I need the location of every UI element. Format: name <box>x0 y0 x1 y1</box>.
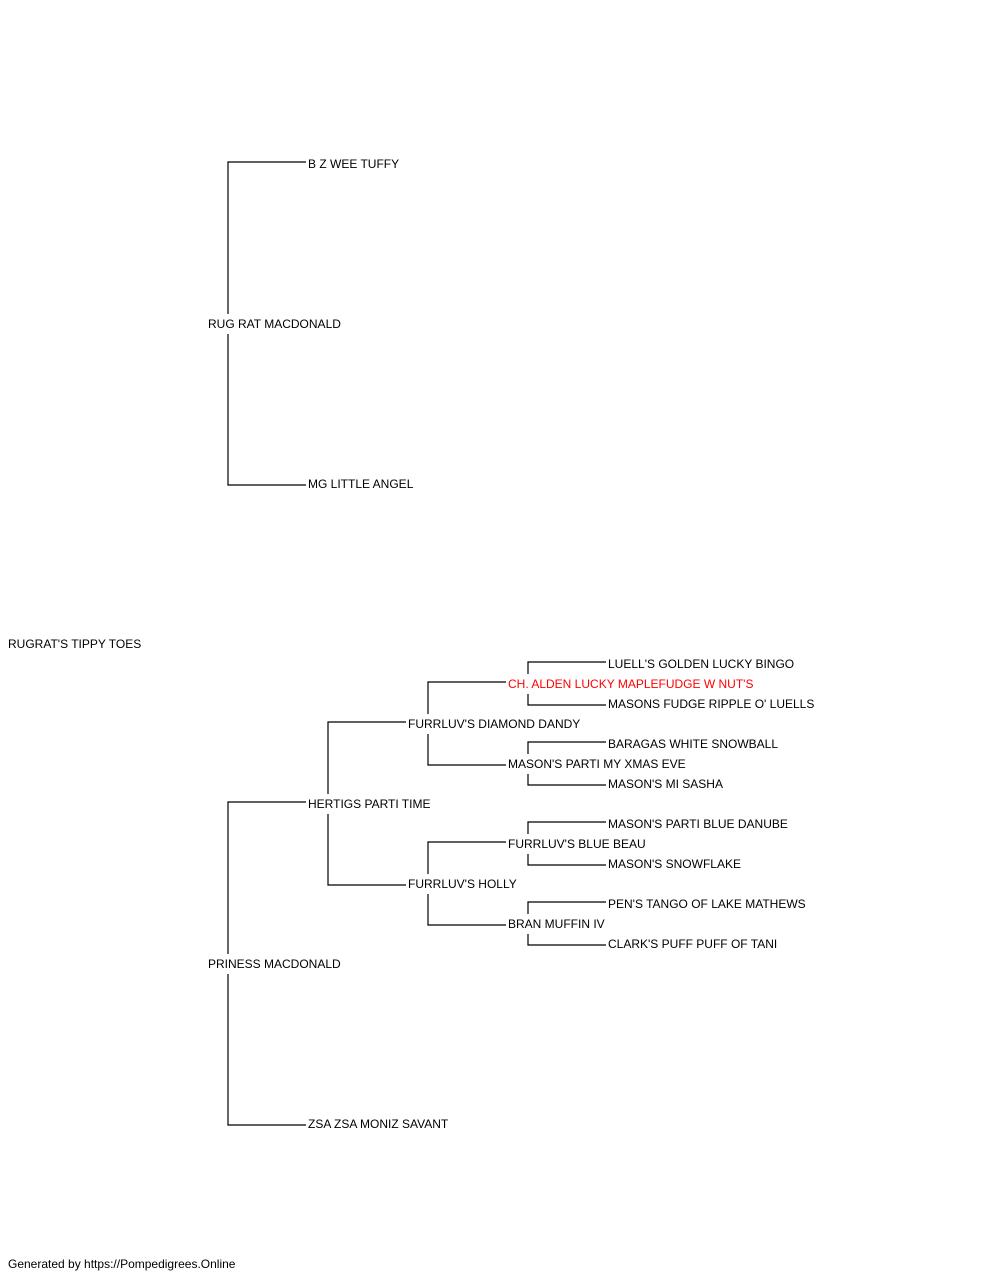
pedigree-bracket-line <box>527 741 606 786</box>
paternal-grandsire-name: B Z WEE TUFFY <box>308 157 400 171</box>
pedigree-bracket-line <box>227 801 306 1126</box>
paternal-granddam-name: MG LITTLE ANGEL <box>308 477 414 491</box>
ancestor-name: PEN'S TANGO OF LAKE MATHEWS <box>608 897 806 911</box>
great-granddam-name: FURRLUV'S HOLLY <box>408 877 517 891</box>
ancestor-name: MASON'S PARTI BLUE DANUBE <box>608 817 788 831</box>
ancestor-name: CLARK'S PUFF PUFF OF TANI <box>608 937 778 951</box>
pedigree-bracket-line <box>427 841 506 926</box>
great-grandsire-name: FURRLUV'S DIAMOND DANDY <box>408 717 581 731</box>
pedigree-bracket-line <box>227 161 306 486</box>
pedigree-bracket-line <box>527 901 606 946</box>
maternal-granddam-name: ZSA ZSA MONIZ SAVANT <box>308 1117 449 1131</box>
ancestor-name: MASON'S SNOWFLAKE <box>608 857 741 871</box>
sire-name: RUG RAT MACDONALD <box>208 317 341 331</box>
ancestor-name: LUELL'S GOLDEN LUCKY BINGO <box>608 657 795 671</box>
ancestor-name: FURRLUV'S BLUE BEAU <box>508 837 646 851</box>
ancestor-name: MASONS FUDGE RIPPLE O' LUELLS <box>608 697 815 711</box>
ancestor-name: MASON'S PARTI MY XMAS EVE <box>508 757 686 771</box>
pedigree-bracket-line <box>527 821 606 866</box>
subject-name: RUGRAT'S TIPPY TOES <box>8 637 142 651</box>
pedigree-bracket-line <box>327 721 406 886</box>
pedigree-bracket-line <box>427 681 506 766</box>
ancestor-name: BRAN MUFFIN IV <box>508 917 605 931</box>
ancestor-name-highlighted: CH. ALDEN LUCKY MAPLEFUDGE W NUT'S <box>508 677 754 691</box>
generator-credit: Generated by https://Pompedigrees.Online <box>8 1257 236 1271</box>
ancestor-name: BARAGAS WHITE SNOWBALL <box>608 737 779 751</box>
dam-name: PRINESS MACDONALD <box>208 957 341 971</box>
maternal-grandsire-name: HERTIGS PARTI TIME <box>308 797 431 811</box>
pedigree-bracket-line <box>527 661 606 706</box>
ancestor-name: MASON'S MI SASHA <box>608 777 723 791</box>
